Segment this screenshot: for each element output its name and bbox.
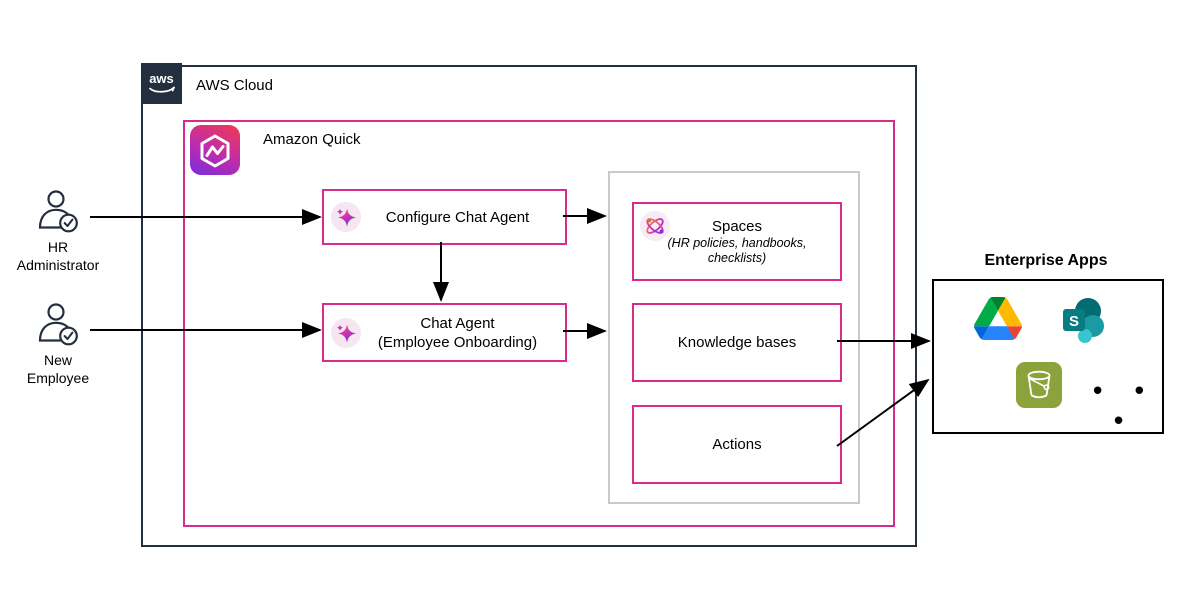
sparkle-icon xyxy=(331,202,361,232)
node-sublabel: (HR policies, handbooks, checklists) xyxy=(667,236,807,265)
node-label: Spaces xyxy=(711,218,763,235)
node-knowledge-bases: Knowledge bases xyxy=(632,303,842,382)
node-configure-chat-agent: Configure Chat Agent xyxy=(322,189,567,245)
node-label: Chat Agent (Employee Onboarding) xyxy=(377,314,538,351)
node-chat-agent: Chat Agent (Employee Onboarding) xyxy=(322,303,567,362)
actor-label: HR Administrator xyxy=(16,239,100,273)
google-drive-icon xyxy=(974,297,1022,345)
ellipsis-icon: • • • xyxy=(1090,377,1156,437)
node-label: Configure Chat Agent xyxy=(385,208,530,226)
user-check-icon xyxy=(38,190,78,233)
s3-bucket-icon xyxy=(1016,362,1062,413)
node-label: Actions xyxy=(712,436,762,453)
enterprise-apps-group xyxy=(932,279,1164,434)
spaces-orbit-icon xyxy=(638,209,672,243)
sparkle-icon xyxy=(331,317,361,348)
amazon-quick-label: Amazon Quick xyxy=(263,131,361,148)
aws-logo-text: aws xyxy=(149,71,174,86)
user-check-icon xyxy=(38,303,78,346)
actor-new-employee: New Employee xyxy=(8,302,108,387)
node-actions: Actions xyxy=(632,405,842,484)
enterprise-apps-title: Enterprise Apps xyxy=(984,252,1108,269)
sharepoint-letter: S xyxy=(1069,313,1079,330)
actor-label: New Employee xyxy=(26,352,90,386)
node-label: Knowledge bases xyxy=(677,334,797,351)
node-spaces: Spaces (HR policies, handbooks, checklis… xyxy=(632,202,842,281)
actor-hr-administrator: HR Administrator xyxy=(8,189,108,274)
aws-logo-icon: aws xyxy=(141,63,182,104)
sharepoint-icon: S xyxy=(1060,297,1106,348)
amazon-quick-icon xyxy=(190,125,240,175)
aws-cloud-label: AWS Cloud xyxy=(196,77,273,94)
